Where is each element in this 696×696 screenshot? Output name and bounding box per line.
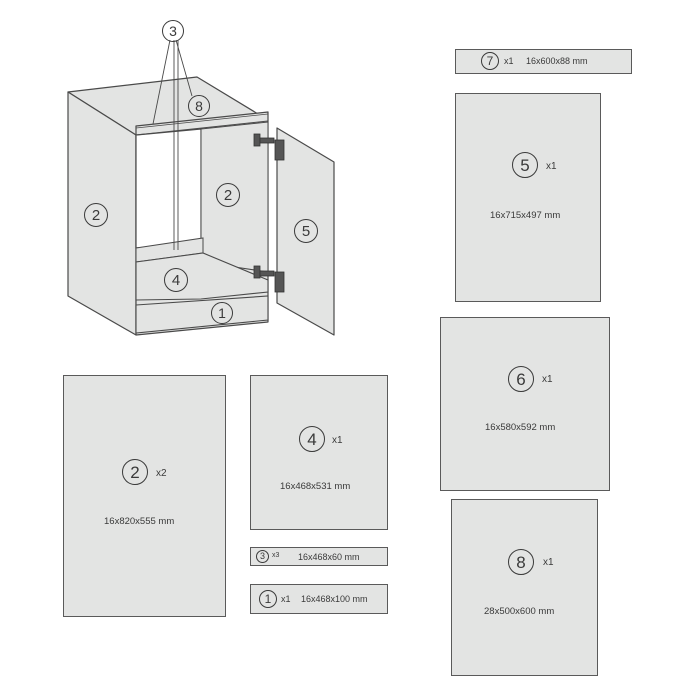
part-2-panel: 2 x2 16x820x555 mm [63,375,226,617]
callout-1: 1 [211,302,233,324]
part-8-dims: 28x500x600 mm [484,606,555,617]
part-5-panel: 5 x1 16x715x497 mm [455,93,601,302]
part-3-panel: 3 x3 16x468x60 mm [250,547,388,566]
part-3-dims: 16x468x60 mm [298,552,360,562]
callout-2-left: 2 [84,203,108,227]
cabinet-plinth [135,295,269,334]
part-7-panel: 7 x1 16x600x88 mm [455,49,632,74]
part-3-number: 3 [256,550,269,563]
part-7-dims: 16x600x88 mm [526,56,588,66]
part-8-qty: x1 [543,557,554,568]
part-4-qty: x1 [332,435,343,446]
part-5-dims: 16x715x497 mm [490,210,561,221]
part-4-number: 4 [299,426,325,452]
part-4-panel: 4 x1 16x468x531 mm [250,375,388,530]
part-6-number: 6 [508,366,534,392]
part-6-panel: 6 x1 16x580x592 mm [440,317,610,491]
part-3-qty: x3 [272,552,280,559]
part-8-panel: 8 x1 28x500x600 mm [451,499,598,676]
part-6-dims: 16x580x592 mm [485,422,556,433]
part-8-number: 8 [508,549,534,575]
part-5-number: 5 [512,152,538,178]
part-1-qty: x1 [281,594,291,604]
part-7-qty: x1 [504,56,514,66]
callout-2-inner: 2 [216,183,240,207]
part-7-number: 7 [481,52,499,70]
part-2-dims: 16x820x555 mm [104,516,175,527]
callout-8: 8 [188,95,210,117]
callout-3: 3 [162,20,184,42]
part-1-number: 1 [259,590,277,608]
hinge-top-icon [253,133,285,161]
hinge-bottom-icon [253,265,285,293]
part-2-qty: x2 [156,468,167,479]
part-6-qty: x1 [542,374,553,385]
callout-4: 4 [164,268,188,292]
part-2-number: 2 [122,459,148,485]
callout-5: 5 [294,219,318,243]
part-1-panel: 1 x1 16x468x100 mm [250,584,388,614]
part-5-qty: x1 [546,161,557,172]
part-1-dims: 16x468x100 mm [301,594,368,604]
part-4-dims: 16x468x531 mm [280,481,351,492]
